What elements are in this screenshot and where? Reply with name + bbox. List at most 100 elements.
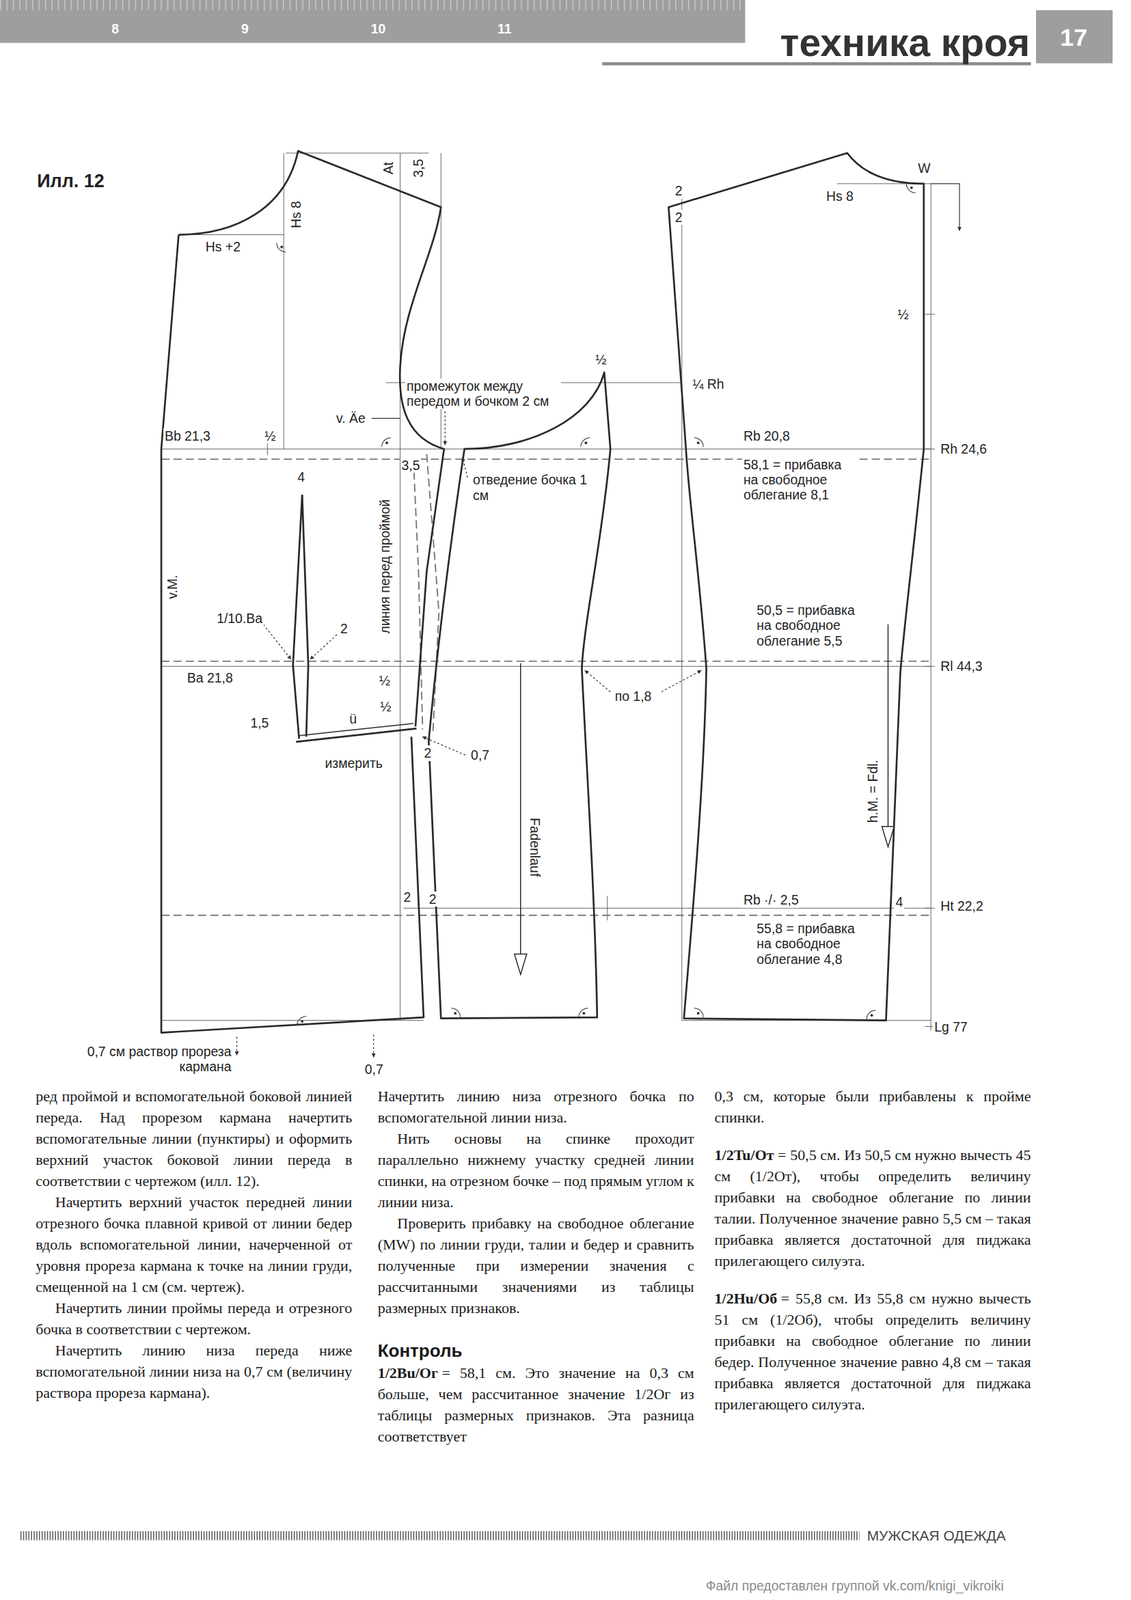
construction-lines bbox=[283, 153, 285, 449]
body-paragraph: Начертить верхний участок передней линии… bbox=[35, 1193, 352, 1296]
paragraph: ред проймой и вспомогательной боковой ли… bbox=[35, 1085, 352, 1192]
right-angle-dot bbox=[280, 186, 913, 1024]
section-heading: Контроль bbox=[377, 1339, 695, 1363]
page-number: 17 bbox=[1058, 23, 1089, 52]
dimension-label: At bbox=[380, 160, 396, 176]
ease-note: 58,1 = прибавка на свободное облегание 8… bbox=[742, 457, 860, 503]
body-paragraph: = 50,5 см. Из 50,5 см нужно вычесть 45 с… bbox=[714, 1146, 1032, 1270]
ruler-number: 9 bbox=[239, 21, 251, 37]
construction-lines bbox=[924, 666, 935, 667]
right-angle-dot bbox=[300, 1020, 304, 1024]
note: отведение бочка 1 см bbox=[471, 472, 589, 503]
right-angle-dot bbox=[584, 441, 588, 445]
construction-lines bbox=[161, 448, 931, 450]
right-angle-dot bbox=[697, 1012, 700, 1015]
grain-label: h.M. = Fdl. bbox=[865, 758, 881, 825]
dimension-label: 0,7 bbox=[363, 1061, 385, 1078]
header-band bbox=[1036, 10, 1113, 64]
pointer-arrow bbox=[584, 670, 611, 692]
grain-arrow bbox=[520, 663, 521, 955]
right-angle-mark bbox=[580, 438, 590, 447]
paragraph: 0,3 см, которые были прибавлены к пройме… bbox=[714, 1085, 1032, 1129]
right-angle-dot bbox=[697, 441, 700, 445]
note: промежуток между передом и бочком 2 см bbox=[405, 378, 562, 410]
header-band bbox=[0, 0, 745, 44]
formula: 1/2Hu/Об bbox=[714, 1290, 778, 1308]
pointer-arrow bbox=[237, 411, 702, 1058]
dimension-label: 2 bbox=[427, 891, 439, 907]
dimension-label: Hs 8 bbox=[824, 188, 855, 204]
construction-lines bbox=[606, 895, 608, 921]
dimension-label: ½ bbox=[263, 428, 277, 444]
figure-caption: Илл. 12 bbox=[35, 170, 106, 193]
right-angle-mark bbox=[694, 438, 704, 447]
right-angle-mark bbox=[578, 1008, 588, 1018]
dimension-label: по 1,8 bbox=[613, 688, 654, 704]
pointer-arrow bbox=[661, 670, 702, 692]
dimension-label: 2 bbox=[673, 209, 685, 225]
measure-label: Rl 44,3 bbox=[938, 658, 984, 674]
dimension-label: 2 bbox=[402, 889, 413, 905]
pointer-arrow bbox=[373, 1035, 374, 1058]
construction-lines bbox=[924, 908, 935, 909]
pointer-arrow bbox=[444, 411, 446, 445]
leader-line bbox=[371, 183, 960, 419]
dimension-label: 4 bbox=[893, 894, 905, 910]
dimension-label: 3,5 bbox=[400, 457, 422, 473]
measure-label: Ht 22,2 bbox=[938, 898, 985, 914]
leader-line bbox=[371, 418, 401, 419]
body-paragraph: ред проймой и вспомогательной боковой ли… bbox=[35, 1087, 352, 1190]
text-column: ред проймой и вспомогательной боковой ли… bbox=[35, 1085, 352, 1404]
paragraph: Проверить прибавку на свободное облегани… bbox=[377, 1213, 695, 1319]
measure-label: Ba 21,8 bbox=[185, 670, 235, 686]
grain-arrow bbox=[887, 624, 889, 827]
paragraph: Начертить линию низа отрезного бочка по … bbox=[377, 1085, 695, 1129]
measure-label: Rh 24,6 bbox=[938, 441, 989, 457]
footer-text: МУЖСКАЯ ОДЕЖДА bbox=[865, 1528, 1008, 1545]
dashed-lines bbox=[161, 660, 931, 663]
line-label: v.M. bbox=[164, 573, 180, 601]
point-label: ü bbox=[347, 711, 359, 727]
right-angle-mark bbox=[382, 438, 391, 447]
pattern-outline bbox=[295, 728, 417, 742]
point-label: v. Äe bbox=[334, 410, 367, 426]
measure-label: Lg 77 bbox=[932, 1019, 970, 1035]
right-angle-dot bbox=[870, 1014, 874, 1017]
construction-lines bbox=[285, 153, 429, 154]
dimension-label: 1/10.Ba bbox=[215, 610, 264, 626]
pattern-outline bbox=[161, 235, 424, 1034]
measure-label: Rb 20,8 bbox=[742, 428, 792, 444]
point-label: W bbox=[916, 160, 932, 176]
body-paragraph: Начертить линию низа отрезного бочка по … bbox=[377, 1087, 695, 1127]
note: измерить bbox=[323, 755, 384, 771]
ruler-number: 10 bbox=[369, 21, 388, 37]
construction-lines bbox=[403, 908, 931, 909]
dimension-label: Hs 8 bbox=[288, 199, 304, 230]
pattern-outline bbox=[161, 151, 924, 1033]
ease-note: 50,5 = прибавка на свободное облегание 5… bbox=[755, 602, 872, 649]
dimension-label: Hs +2 bbox=[204, 239, 242, 255]
construction-lines bbox=[399, 153, 401, 1021]
body-paragraph: Проверить прибавку на свободное облегани… bbox=[377, 1215, 695, 1317]
paragraph: 1/2Bu/Ог= 58,1 см. Это значение на 0,3 с… bbox=[377, 1362, 695, 1448]
body-paragraph: = 55,8 см. Из 55,8 см нужно вычесть 51 с… bbox=[714, 1290, 1032, 1414]
page-title: техника кроя bbox=[779, 20, 1032, 65]
text-column: Начертить линию низа отрезного бочка по … bbox=[377, 1085, 695, 1448]
construction-lines bbox=[267, 442, 268, 456]
right-angle-dot bbox=[280, 246, 283, 249]
dimension-label: 4 bbox=[295, 469, 307, 485]
pattern-outline bbox=[428, 372, 611, 1019]
header-band bbox=[0, 0, 1113, 66]
measure-label: Rb ·/· 2,5 bbox=[742, 892, 801, 908]
grain-label: Fadenlauf bbox=[527, 816, 543, 879]
paragraph: Нить основы на спинке проходит параллель… bbox=[377, 1128, 695, 1214]
grain-arrow bbox=[882, 826, 895, 848]
dimension-label: 1,5 bbox=[248, 715, 270, 731]
formula: 1/2Tu/От bbox=[714, 1146, 775, 1164]
right-angle-mark bbox=[906, 183, 916, 193]
dimension-label: ½ bbox=[377, 673, 392, 689]
right-angle-mark bbox=[694, 1008, 704, 1018]
paragraph: 1/2Tu/От= 50,5 см. Из 50,5 см нужно выче… bbox=[714, 1144, 1032, 1272]
right-angle-dot bbox=[385, 441, 389, 445]
right-angle-dot bbox=[453, 1012, 457, 1015]
